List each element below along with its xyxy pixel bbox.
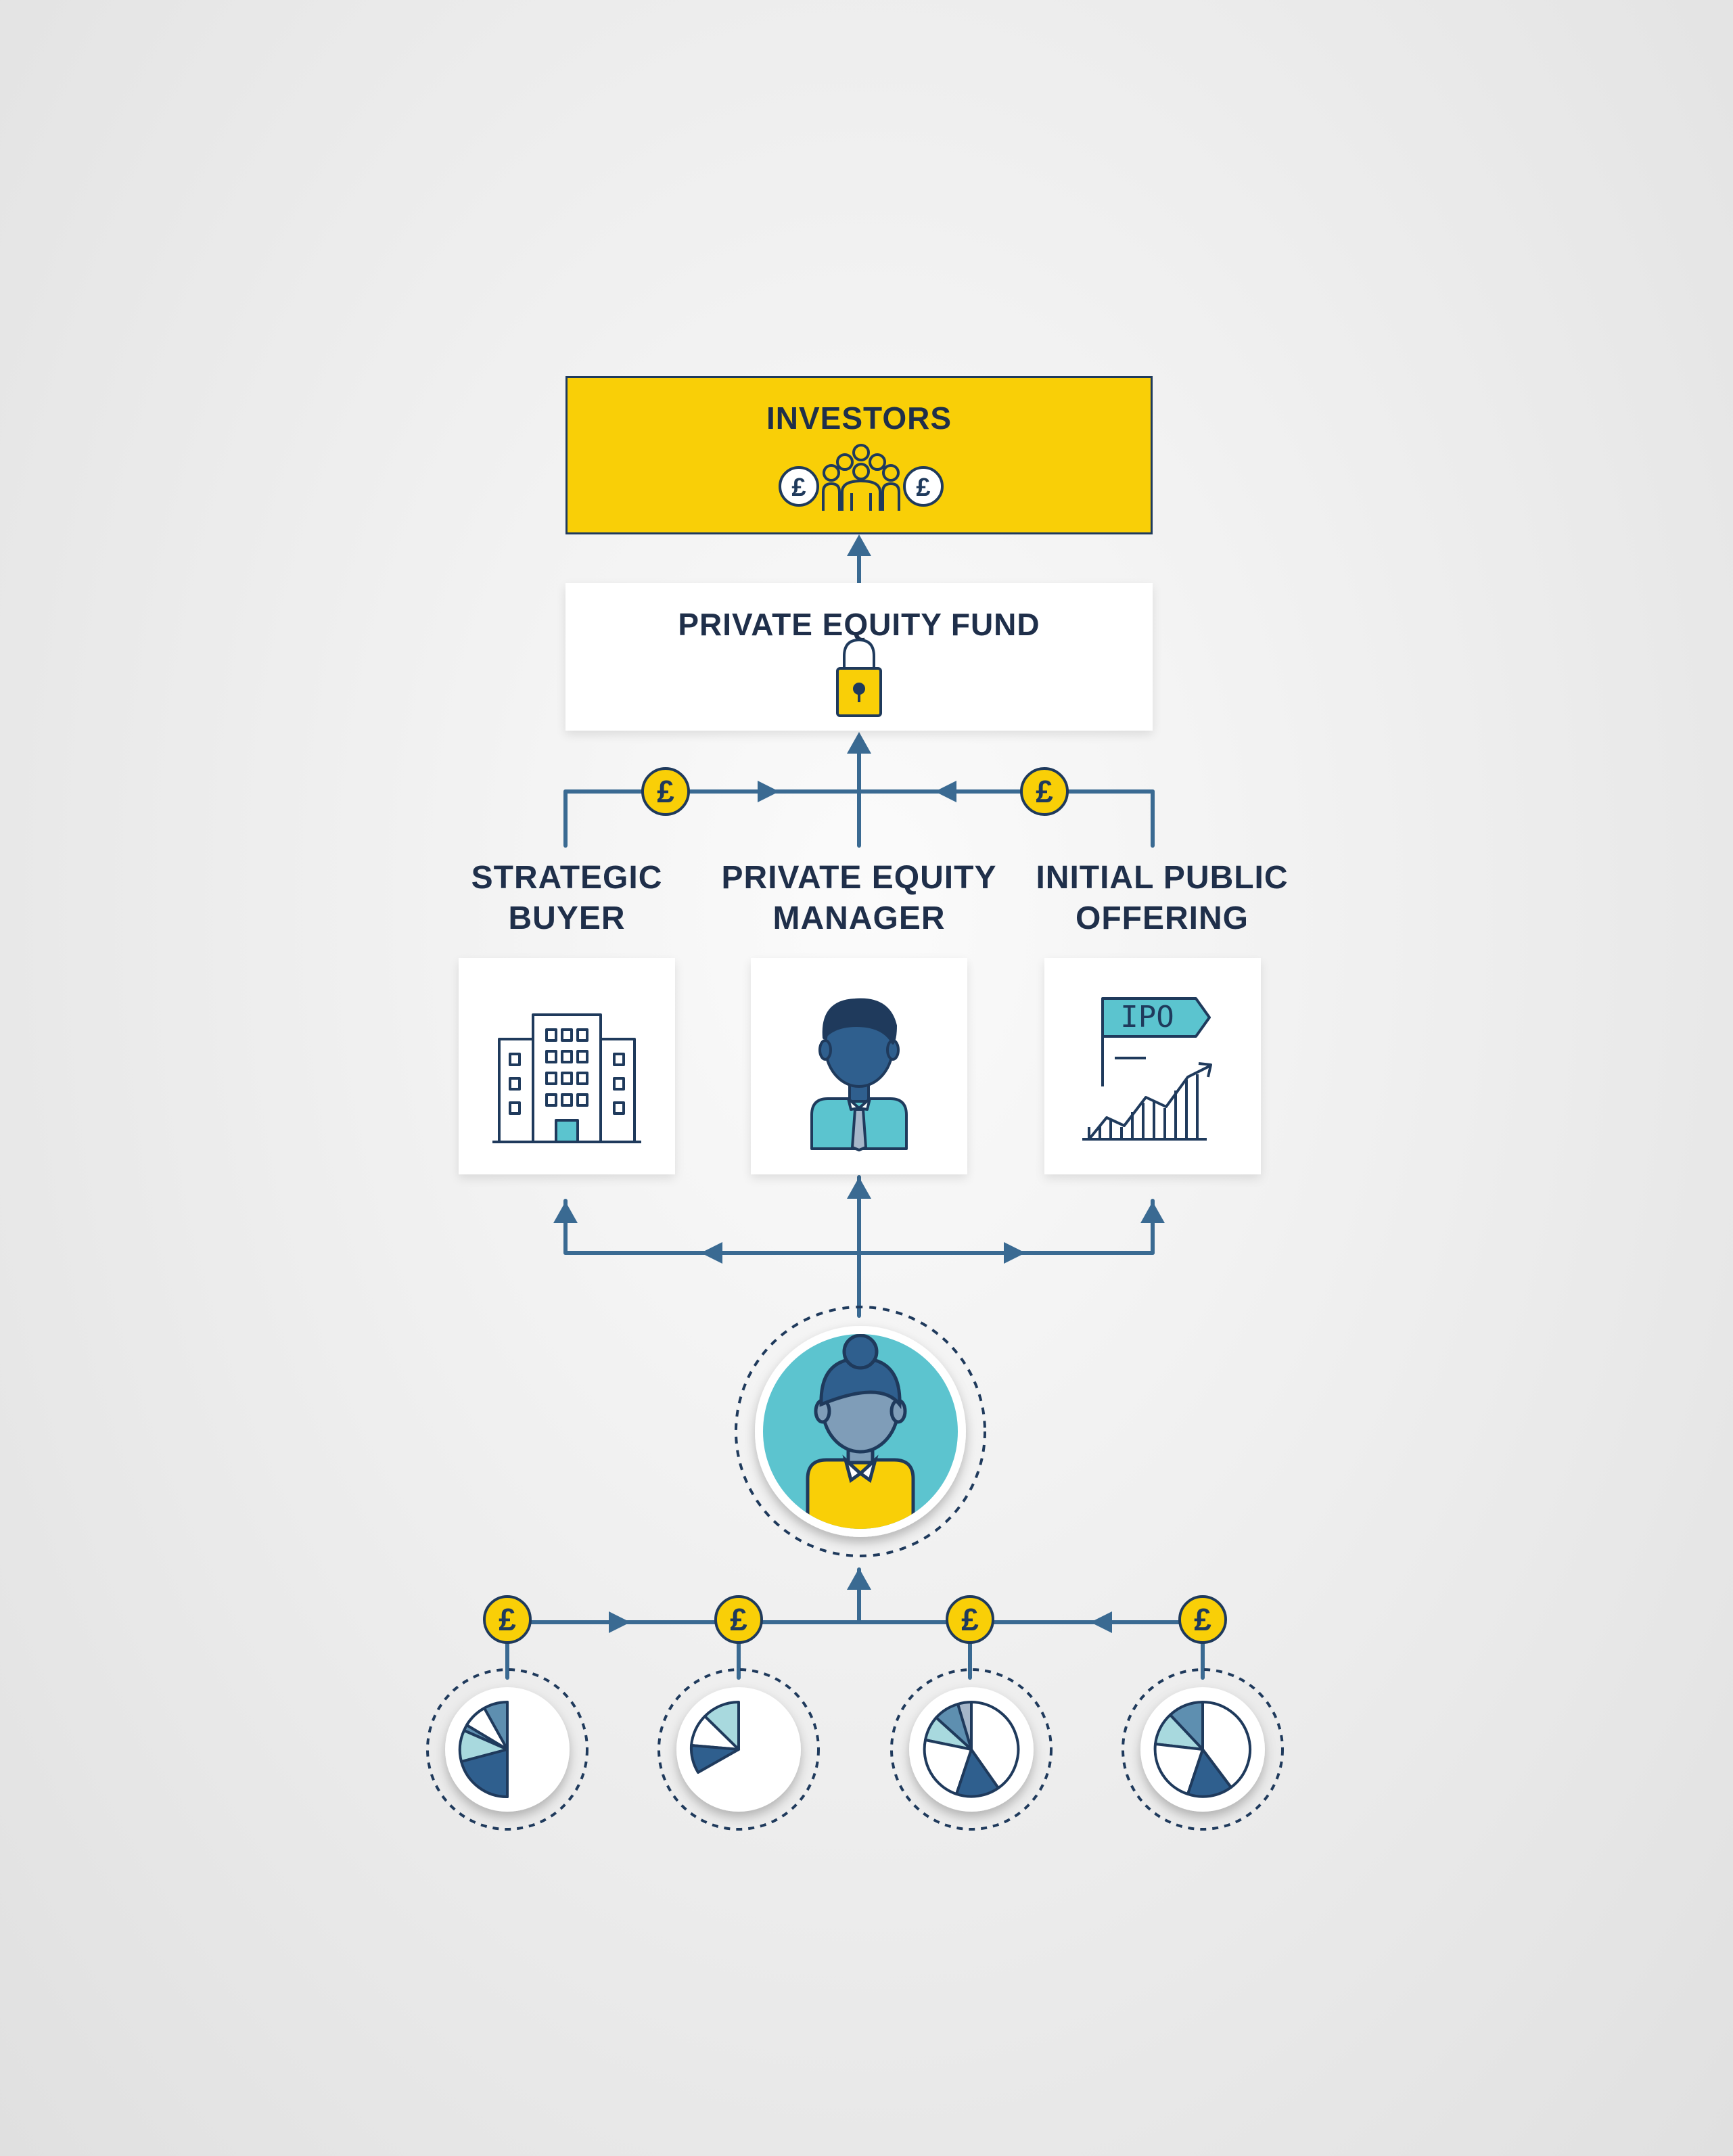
private-equity-manager-card xyxy=(751,958,967,1174)
pie-chart-icon xyxy=(923,1701,1020,1798)
arrow-left-top xyxy=(935,781,956,802)
pound-symbol: £ xyxy=(961,1602,979,1637)
fund-title: PRIVATE EQUITY FUND xyxy=(678,607,1040,642)
pound-symbol: £ xyxy=(916,474,930,502)
arrow-left-bottom xyxy=(1090,1611,1112,1633)
arrow-up-manager xyxy=(847,1177,871,1199)
pound-symbol: £ xyxy=(1036,774,1053,809)
businessman-icon xyxy=(810,998,908,1151)
pie-chart-icon xyxy=(458,1701,509,1799)
pound-coin-icon: £ xyxy=(946,1595,994,1644)
pound-symbol: £ xyxy=(657,774,674,809)
portfolio-company-2 xyxy=(657,1668,820,1831)
pound-coin-icon xyxy=(779,466,819,507)
arrow-up-to-fund xyxy=(847,732,871,754)
pound-coin-icon: £ xyxy=(641,767,690,816)
investors-box: INVESTORS £ £ xyxy=(565,376,1153,534)
pound-symbol: £ xyxy=(1194,1602,1211,1637)
arrow-up-to-investors xyxy=(847,534,871,556)
office-building-icon xyxy=(492,1013,641,1143)
pound-symbol: £ xyxy=(499,1602,516,1637)
private-equity-manager-label: PRIVATE EQUITY MANAGER xyxy=(721,860,997,936)
arrow-up-to-woman xyxy=(847,1568,871,1590)
padlock-icon xyxy=(836,638,882,717)
arrow-right-middle xyxy=(1004,1242,1025,1264)
arrow-up-strategic xyxy=(553,1201,578,1223)
investors-icon: £ £ xyxy=(779,444,944,511)
pound-coin-icon: £ xyxy=(714,1595,763,1644)
portfolio-company-3 xyxy=(890,1668,1053,1831)
pie-chart-icon xyxy=(689,1701,740,1774)
arrow-right-bottom xyxy=(609,1611,630,1633)
initial-public-offering-label: INITIAL PUBLIC OFFERING xyxy=(1036,860,1289,936)
coin-badges: £ £ £ £ £ £ xyxy=(483,767,1227,1644)
ipo-chart-icon: IPO xyxy=(1082,997,1212,1141)
portfolio-company-1 xyxy=(426,1668,588,1831)
pound-coin-icon xyxy=(903,466,944,507)
pound-coin-icon: £ xyxy=(1178,1595,1227,1644)
pound-coin-icon: £ xyxy=(1020,767,1069,816)
pound-coin-icon: £ xyxy=(483,1595,532,1644)
arrow-right-top xyxy=(758,781,779,802)
arrow-up-ipo xyxy=(1140,1201,1165,1223)
strategic-buyer-label: STRATEGIC BUYER xyxy=(471,860,663,936)
initial-public-offering-card: IPO xyxy=(1044,958,1261,1174)
arrow-left-middle xyxy=(701,1242,722,1264)
investor-group-icon xyxy=(822,444,900,511)
investors-title: INVESTORS xyxy=(766,400,952,436)
portfolio-manager-avatar xyxy=(735,1306,986,1557)
pie-chart-icon xyxy=(1153,1700,1251,1798)
portfolio-company-4 xyxy=(1122,1668,1284,1831)
ipo-sign-text: IPO xyxy=(1120,1000,1174,1034)
strategic-buyer-card xyxy=(459,958,675,1174)
private-equity-fund-box: PRIVATE EQUITY FUND xyxy=(565,583,1153,731)
pound-symbol: £ xyxy=(791,474,806,502)
pound-symbol: £ xyxy=(730,1602,747,1637)
